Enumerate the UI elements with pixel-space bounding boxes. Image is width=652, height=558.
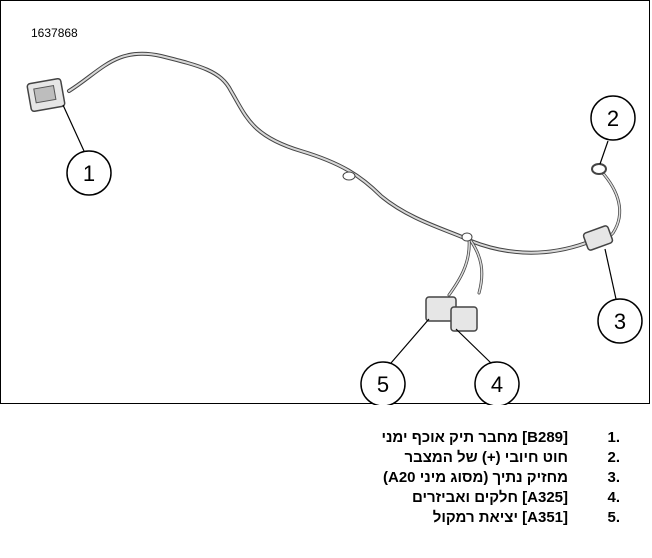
legend-item-1: [B289] מחבר תיק אוכף ימני 1. <box>280 428 620 448</box>
callout-1: 1 <box>66 150 112 196</box>
saddlebag-connector <box>26 77 66 113</box>
svg-text:4: 4 <box>491 372 503 397</box>
legend: [B289] מחבר תיק אוכף ימני 1. חוט חיובי (… <box>280 428 620 528</box>
legend-text: [A325] חלקים ואביזרים <box>412 489 568 506</box>
legend-item-4: [A325] חלקים ואביזרים 4. <box>280 488 620 508</box>
callout-2: 2 <box>590 95 636 141</box>
legend-number: 4. <box>607 489 620 506</box>
legend-text: חוט חיובי (+) של המצבר <box>404 449 568 466</box>
callout-5: 5 <box>360 361 406 405</box>
legend-text: מחזיק נתיך (מסוג מיני A20) <box>383 469 568 486</box>
callout-3: 3 <box>597 298 643 344</box>
wiring-harness-illustration: 1 2 3 4 5 <box>26 51 643 405</box>
legend-text: [B289] מחבר תיק אוכף ימני <box>381 429 568 446</box>
legend-item-2: חוט חיובי (+) של המצבר 2. <box>280 448 620 468</box>
svg-text:1: 1 <box>83 161 95 186</box>
legend-number: 5. <box>607 509 620 526</box>
legend-item-5: [A351] יציאת רמקול 5. <box>280 508 620 528</box>
ring-terminal <box>591 163 607 175</box>
svg-text:3: 3 <box>614 309 626 334</box>
figure-id: 1637868 <box>31 26 78 40</box>
legend-number: 3. <box>607 469 620 486</box>
svg-text:2: 2 <box>607 106 619 131</box>
callout-4: 4 <box>474 361 520 405</box>
legend-text: [A351] יציאת רמקול <box>432 509 568 526</box>
svg-text:5: 5 <box>377 372 389 397</box>
legend-number: 2. <box>607 449 620 466</box>
illustration-frame: 1637868 <box>0 0 650 405</box>
legend-item-3: מחזיק נתיך (מסוג מיני A20) 3. <box>280 468 620 488</box>
fuse-holder <box>582 225 614 251</box>
legend-number: 1. <box>607 429 620 446</box>
accessory-connectors <box>425 296 478 332</box>
tape-wraps <box>342 171 473 242</box>
leader-lines <box>62 104 617 364</box>
